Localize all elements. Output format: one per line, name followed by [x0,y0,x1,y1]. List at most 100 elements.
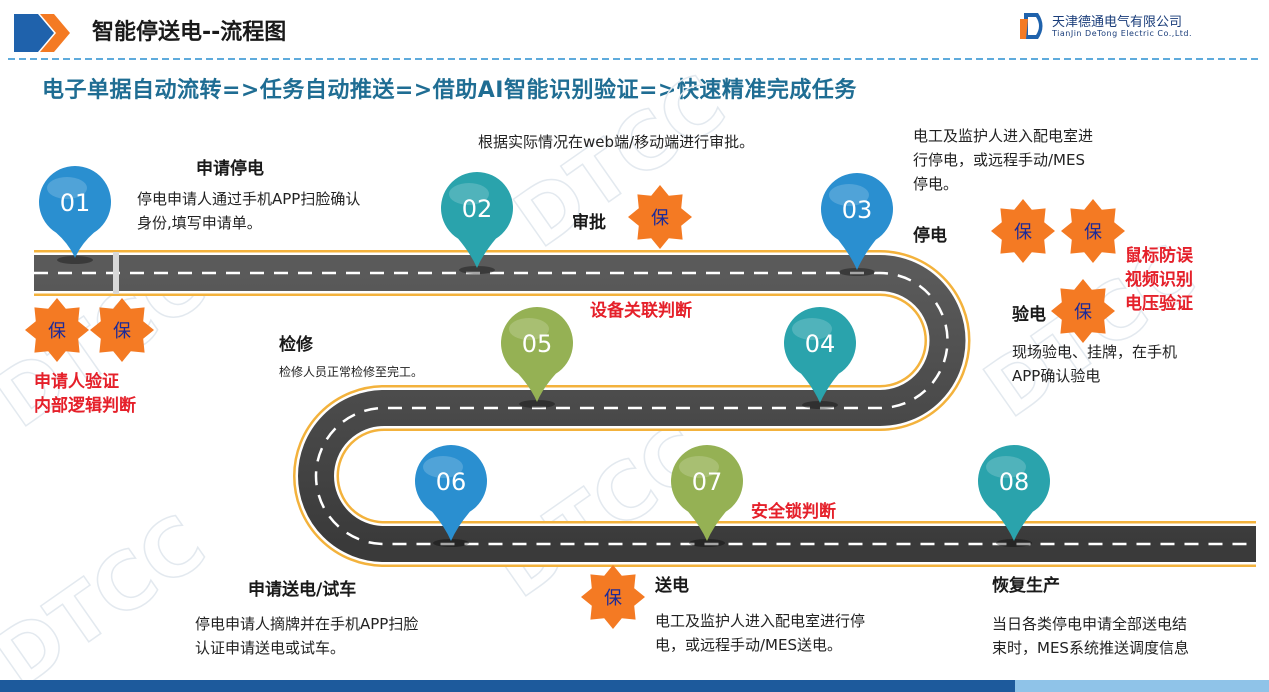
badge-label: 保 [113,321,131,342]
step-06-desc: 停电申请人摘牌并在手机APP扫脸 认证申请送电或试车。 [195,612,418,660]
desc-line: 电，或远程手动/MES送电。 [655,636,842,654]
company-logo-icon [1020,13,1043,39]
footer-bar [0,680,1269,692]
badge-label: 保 [1074,302,1092,323]
badge-label: 保 [48,321,66,342]
marker-shadow [689,539,725,547]
marker-pin-shape [784,306,857,403]
badge-label: 保 [1084,222,1102,243]
protection-badge: 保 [581,565,645,629]
step-02-marker: 02 [441,171,513,274]
marker-highlight [829,184,869,206]
step-04-marker: 04 [784,306,857,409]
marker-highlight [679,456,719,478]
step-03-desc: 电工及监护人进入配电室进 行停电，或远程手动/MES 停电。 [913,124,1093,196]
step-02-title: 审批 [572,213,606,233]
step-04-desc: 现场验电、挂牌，在手机 APP确认验电 [1012,340,1177,388]
desc-line: 电工及监护人进入配电室进行停 [655,612,866,630]
marker-pin-shape [978,444,1050,541]
badge-burst-shape [581,565,645,629]
marker-pin-shape [821,172,894,270]
badge-label: 保 [604,588,622,609]
step-06-marker: 06 [415,444,487,547]
desc-line: 当日各类停电申请全部送电结 [992,615,1188,633]
note-ai-check: 鼠标防误 视频识别 电压验证 [1125,244,1193,316]
step-05-desc: 检修人员正常检修至完工。 [279,365,424,379]
desc-line: 认证申请送电或试车。 [195,639,346,657]
desc-line: 束时，MES系统推送调度信息 [992,639,1189,657]
marker-highlight [47,177,87,199]
badge-burst-shape [628,185,692,249]
step-number: 03 [842,196,873,224]
note-line: 电压验证 [1125,294,1193,314]
company-name-cn: 天津德通电气有限公司 [1052,15,1183,30]
desc-line: 停电申请人摘牌并在手机APP扫脸 [195,615,419,633]
protection-badge: 保 [25,298,89,362]
marker-shadow [433,539,469,547]
badge-burst-shape [25,298,89,362]
step-01-desc: 停电申请人通过手机APP扫脸确认 身份,填写申请单。 [137,187,360,235]
step-01-title: 申请停电 [196,159,264,179]
marker-pin-shape [415,444,487,541]
marker-shadow [996,539,1032,547]
badge-burst-shape [1061,199,1125,263]
badge-burst-shape [1051,279,1115,343]
marker-shadow [839,268,875,276]
header-arrow-logo [14,14,70,52]
note-line: 内部逻辑判断 [34,396,136,416]
step-03-marker: 03 [821,172,894,276]
desc-line: 根据实际情况在web端/移动端进行审批。 [478,133,755,151]
desc-line: 停电。 [913,175,959,193]
step-number: 02 [462,195,493,223]
step-01-marker: 01 [39,165,112,264]
process-subtitle: 电子单据自动流转=>任务自动推送=>借助AI智能识别验证=>快速精准完成任务 [42,78,857,103]
page-title: 智能停送电--流程图 [92,20,287,45]
protection-badge: 保 [1061,199,1125,263]
step-03-title: 停电 [913,226,947,246]
step-06-title: 申请送电/试车 [248,580,357,600]
desc-line: 行停电，或远程手动/MES [913,151,1085,169]
badge-burst-shape [90,298,154,362]
marker-shadow [519,400,555,408]
step-07-title: 送电 [655,576,689,596]
protection-badge: 保 [90,298,154,362]
note-line: 申请人验证 [34,372,119,392]
header-divider [8,58,1262,60]
desc-line: APP确认验电 [1012,367,1101,385]
step-number: 05 [522,330,553,358]
step-05-marker: 05 [501,306,573,408]
protection-badge: 保 [628,185,692,249]
desc-line: 身份,填写申请单。 [137,214,262,232]
marker-pin-shape [39,165,112,258]
marker-highlight [792,318,832,340]
marker-shadow [802,401,838,409]
badge-label: 保 [1014,222,1032,243]
marker-highlight [986,456,1026,478]
company-name-en: TianJin DeTong Electric Co.,Ltd. [1052,29,1193,38]
step-02-desc: 根据实际情况在web端/移动端进行审批。 [478,130,754,154]
step-number: 07 [692,468,723,496]
marker-pin-shape [501,306,573,402]
step-07-marker: 07 [671,444,744,547]
marker-shadow [459,266,495,274]
note-device-link: 设备关联判断 [590,301,692,321]
step-05-title: 检修 [279,335,313,355]
desc-line: 电工及监护人进入配电室进 [913,127,1094,145]
note-line: 鼠标防误 [1125,246,1193,266]
desc-line: 停电申请人通过手机APP扫脸确认 [137,190,361,208]
marker-shadow [57,256,93,264]
step-08-marker: 08 [978,444,1050,547]
step-04-title: 验电 [1012,305,1046,325]
step-number: 06 [436,468,467,496]
footer-bar-accent [1015,680,1269,692]
note-apply-check: 申请人验证 内部逻辑判断 [34,370,136,418]
note-line: 视频识别 [1125,270,1193,290]
step-number: 01 [60,189,91,217]
badge-label: 保 [651,208,669,229]
step-number: 08 [999,468,1030,496]
step-07-desc: 电工及监护人进入配电室进行停 电，或远程手动/MES送电。 [655,609,865,657]
marker-highlight [449,183,489,205]
